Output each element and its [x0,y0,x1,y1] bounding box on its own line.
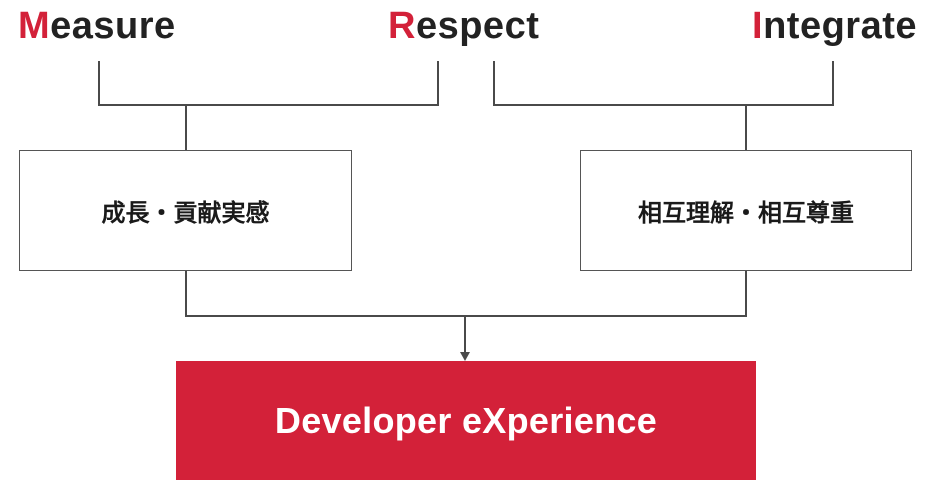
value-integrate: Integrate [752,4,917,48]
integrate-initial: I [752,5,764,47]
bracket-right-stem [745,104,747,150]
developer-experience-label: Developer eXperience [274,399,658,441]
connector-stem [464,315,466,353]
developer-experience-box: Developer eXperience [176,361,756,480]
respect-initial: R [388,5,416,47]
measure-initial: M [18,5,51,47]
mutual-understanding-box: 相互理解・相互尊重 [580,150,912,271]
respect-rest: espect [415,5,540,47]
integrate-rest: ntegrate [763,5,917,47]
growth-contribution-label: 成長・貢献実感 [101,199,270,227]
value-respect: Respect [388,4,539,48]
bracket-left-drop-measure [98,61,100,105]
connector-left-drop [185,271,187,316]
connector-bar [185,315,747,317]
bracket-right-drop-integrate [832,61,834,105]
connector-right-drop [745,271,747,316]
growth-contribution-box: 成長・貢献実感 [19,150,352,271]
bracket-right-drop-respect [493,61,495,105]
mutual-understanding-label: 相互理解・相互尊重 [638,199,854,227]
value-measure: Measure [18,4,176,48]
arrow-down-icon [460,352,470,361]
bracket-left-stem [185,104,187,150]
measure-rest: easure [50,5,176,47]
bracket-right-bar [493,104,834,106]
bracket-left-drop-respect [437,61,439,105]
bracket-left-bar [98,104,439,106]
